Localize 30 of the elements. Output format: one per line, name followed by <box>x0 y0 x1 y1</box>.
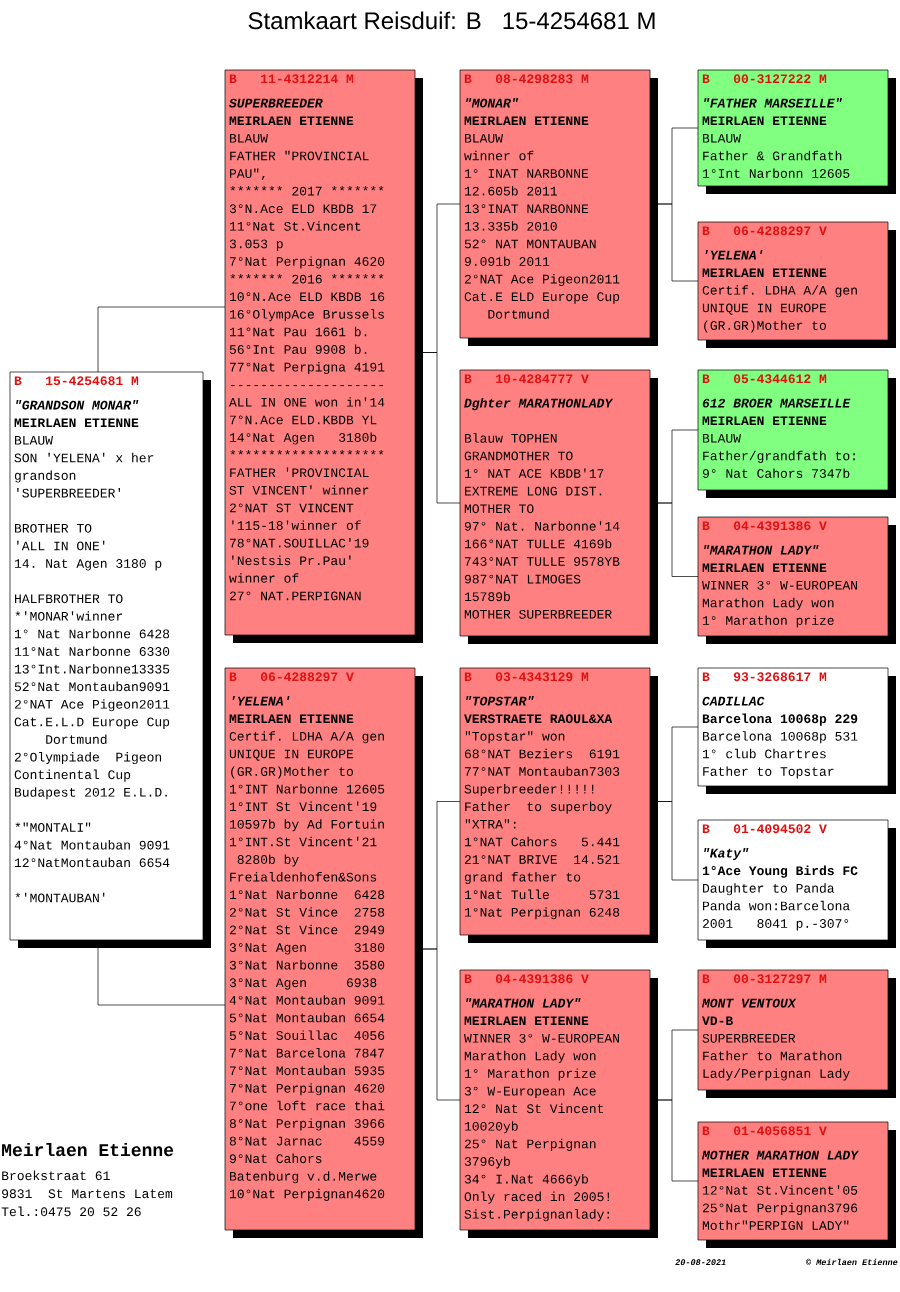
pedigree-card: B 10-4284777 V Dghter MARATHONLADY Blauw TOPHEN GRANDMOTHER TO 1° NAT ACE KBDB'17 EXTREME LONG DIST. MOTHER TO 97° Nat. Narbonne'14 166°NAT TULLE 4169b 743°NAT TULLE 9578YB 987°NAT LIMOGES 15789b MOTHER SUPERBREEDER <box>459 369 658 644</box>
connector-line <box>97 947 226 1006</box>
pedigree-card: B 93-3268617 M CADILLAC Barcelona 10068p 229 Barcelona 10068p 531 1° club Chartres Father to Topstar <box>697 667 896 794</box>
connector-line <box>657 502 699 577</box>
pedigree-card: B 01-4094502 V "Katy" 1°Ace Young Birds FC Daughter to Panda Panda won:Barcelona 2001 8041 p.-307° <box>697 819 896 948</box>
address-line: 9831 St Martens Latem <box>2 1189 173 1199</box>
pedigree-card: B 04-4391386 V "MARATHON LADY" MEIRLAEN ETIENNE WINNER 3° W-EUROPEAN Marathon Lady won 1° Marathon prize <box>697 516 896 644</box>
pedigree-card: B 03-4343129 M "TOPSTAR" VERSTRAETE RAOUL&XA "Topstar" won 68°NAT Beziers 6191 77°NAT Montauban7303 Superbreeder!!!!! Father to superboy "XTRA": 1°NAT Cahors 5.441 21°NAT BRIVE 14.521 grand father to 1°Nat Tulle 5731 1°Nat Perpignan 6248 <box>459 667 658 943</box>
pedigree-card: B 11-4312214 M SUPERBREEDER MEIRLAEN ETIENNE BLAUW FATHER "PROVINCIAL PAU", ******* 2017 ******* 3°N.Ace ELD KBDB 17 11°Nat St.Vincent 3.053 p 7°Nat Perpignan 4620 ******* 2016 ******* 10°N.Ace ELD KBDB 16 16°OlympAce Brussels 11°Nat Pau 1661 b. 56°Int Pau 9908 b. 77°Nat Perpigna 4191 -------------------- ALL IN ONE won in'14 7°N.Ace ELD.KBDB YL 14°Nat Agen 3180b ******************** FATHER 'PROVINCIAL ST VINCENT' winner 2°NAT ST VINCENT '115-18'winner of 78°NAT.SOUILLAC'19 'Nestsis Pr.Pau' winner of 27° NAT.PERPIGNAN <box>224 69 423 643</box>
address-line: Broekstraat 61 <box>2 1170 110 1181</box>
connector-line <box>422 352 461 504</box>
connector-line <box>422 948 461 1101</box>
pedigree-card: B 00-3127297 M MONT VENTOUX VD-B SUPERBREEDER Father to Marathon Lady/Perpignan Lady <box>697 969 896 1098</box>
pedigree-card: B 04-4391386 V "MARATHON LADY" MEIRLAEN ETIENNE WINNER 3° W-EUROPEAN Marathon Lady won 1° Marathon prize 3° W-European Ace 12° Nat St Vincent 10020yb 25° Nat Perpignan 3796yb 34° I.Nat 4666yb Only raced in 2005! Sist.Perpignanlady: <box>459 969 658 1238</box>
phone-line: Tel.:0475 20 52 26 <box>1 1206 141 1217</box>
pedigree-card: B 06-4288297 V 'YELENA' MEIRLAEN ETIENNE Certif. LDHA A/A gen UNIQUE IN EUROPE (GR.GR)Mother to <box>697 221 896 348</box>
print-date: 20-08-2021 <box>675 1259 726 1266</box>
pedigree-card: B 08-4298283 M "MONAR" MEIRLAEN ETIENNE BLAUW winner of 1° INAT NARBONNE 12.605b 2011 13°INAT NARBONNE 13.335b 2010 52° NAT MONTAUBAN 9.091b 2011 2°NAT Ace Pigeon2011 Cat.E ELD Europe Cup Dortmund <box>459 69 658 346</box>
pedigree-card: B 05-4344612 M 612 BROER MARSEILLE MEIRLAEN ETIENNE BLAUW Father/grandfath to: 9° Nat Cahors 7347b <box>697 369 896 498</box>
pedigree-card: B 15-4254681 M "GRANDSON MONAR" MEIRLAEN ETIENNE BLAUW SON 'YELENA' x her grandson 'SUPERBREEDER' BROTHER TO 'ALL IN ONE' 14. Nat Agen 3180 p HALFBROTHER TO *'MONAR'winner 1° Nat Narbonne 6428 11°Nat Narbonne 6330 13°Int.Narbonne13335 52°Nat Montauban9091 2°NAT Ace Pigeon2011 Cat.E.L.D Europe Cup Dortmund 2°Olympiade Pigeon Continental Cup Budapest 2012 E.L.D. *"MONTALI" 4°Nat Montauban 9091 12°NatMontauban 6654 *'MONTAUBAN' <box>9 371 211 948</box>
pedigree-card: B 00-3127222 M "FATHER MARSEILLE" MEIRLAEN ETIENNE BLAUW Father & Grandfath 1°Int Narbonn 12605 <box>697 69 896 194</box>
page-title: Stamkaart Reisduif: B 15-4254681 M <box>248 11 655 30</box>
breeder-name: Meirlaen Etienne <box>2 1142 174 1157</box>
connector-line <box>657 801 699 881</box>
connector-line <box>657 203 699 282</box>
connector-line <box>97 306 226 373</box>
pedigree-card: B 01-4056851 V MOTHER MARATHON LADY MEIRLAEN ETIENNE 12°Nat St.Vincent'05 25°Nat Perpignan3796 Mothr"PERPIGN LADY" <box>697 1121 896 1248</box>
connector-line <box>657 1099 699 1182</box>
pedigree-card: B 06-4288297 V 'YELENA' MEIRLAEN ETIENNE Certif. LDHA A/A gen UNIQUE IN EUROPE (GR.GR)Mother to 1°INT Narbonne 12605 1°INT St Vincent'19 10597b by Ad Fortuin 1°INT.St Vincent'21 8280b by Freialdenhofen&Sons 1°Nat Narbonne 6428 2°Nat St Vince 2758 2°Nat St Vince 2949 3°Nat Agen 3180 3°Nat Narbonne 3580 3°Nat Agen 6938 4°Nat Montauban 9091 5°Nat Montauban 6654 5°Nat Souillac 4056 7°Nat Barcelona 7847 7°Nat Montauban 5935 7°Nat Perpignan 4620 7°one loft race thai 8°Nat Perpignan 3966 8°Nat Jarnac 4559 9°Nat Cahors Batenburg v.d.Merwe 10°Nat Perpignan4620 <box>224 667 423 1238</box>
copyright-note: © Meirlaen Etienne <box>806 1258 898 1266</box>
